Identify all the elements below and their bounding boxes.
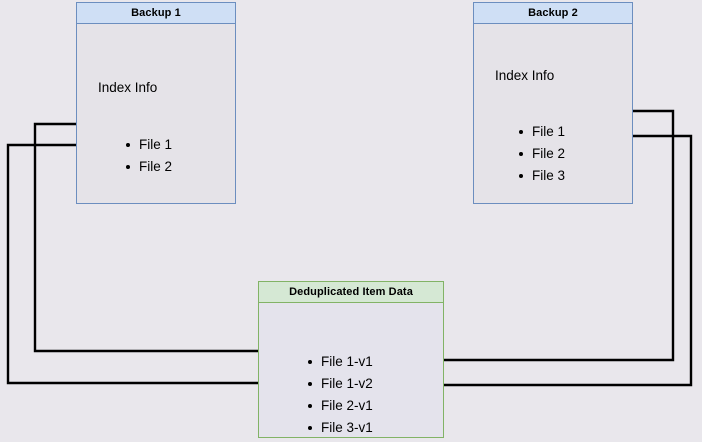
node-backup1-title: Backup 1 [76,2,236,24]
node-dedup-title: Deduplicated Item Data [258,281,444,303]
list-item[interactable]: File 3 [518,165,565,187]
node-backup1[interactable]: Backup 1 Index Info File 1 File 2 [76,2,236,204]
list-item[interactable]: File 1-v2 [307,373,373,395]
node-backup2-title: Backup 2 [473,2,633,24]
node-deduplicated-item-data[interactable]: Deduplicated Item Data File 1-v1 File 1-… [258,281,444,438]
node-backup2-subtitle: Index Info [495,68,555,83]
list-item[interactable]: File 2 [518,143,565,165]
node-backup2-body: Index Info File 1 File 2 File 3 [473,24,633,204]
list-item[interactable]: File 1-v1 [307,351,373,373]
list-item[interactable]: File 1 [125,134,172,156]
node-dedup-file-list: File 1-v1 File 1-v2 File 2-v1 File 3-v1 [307,351,373,439]
list-item[interactable]: File 1 [518,121,565,143]
node-backup1-body: Index Info File 1 File 2 [76,24,236,204]
node-dedup-body: File 1-v1 File 1-v2 File 2-v1 File 3-v1 [258,303,444,438]
node-backup2[interactable]: Backup 2 Index Info File 1 File 2 File 3 [473,2,633,204]
list-item[interactable]: File 2 [125,156,172,178]
node-backup2-file-list: File 1 File 2 File 3 [518,121,565,187]
node-backup1-subtitle: Index Info [98,80,158,95]
list-item[interactable]: File 3-v1 [307,417,373,439]
list-item[interactable]: File 2-v1 [307,395,373,417]
node-backup1-file-list: File 1 File 2 [125,134,172,178]
